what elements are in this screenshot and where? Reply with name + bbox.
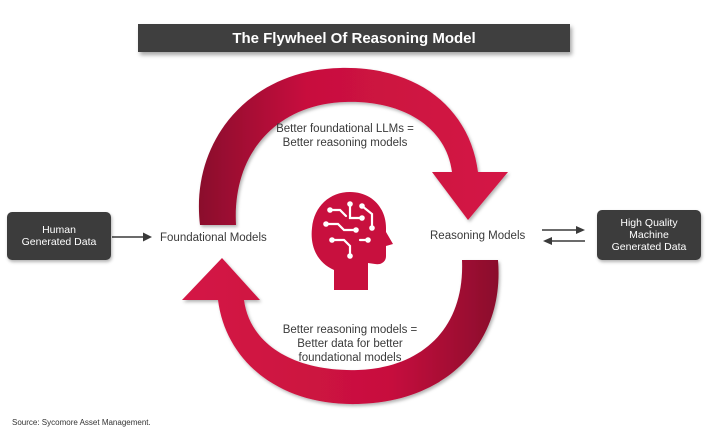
top-cycle-line-1: Better foundational LLMs =: [276, 123, 414, 135]
human-data-line-2: Generated Data: [21, 236, 97, 248]
human-data-line-1: Human: [42, 224, 76, 236]
top-cycle-line-2: Better reasoning models: [282, 137, 408, 149]
hq-data-line-1: High Quality: [620, 217, 678, 229]
top-cycle-arrow: [198, 67, 509, 225]
brain-circuit-head-icon: [311, 192, 393, 290]
reasoning-models-label: Reasoning Models: [430, 230, 526, 242]
exchange-arrows: [542, 226, 585, 245]
bottom-cycle-line-2: Better data for better: [297, 338, 403, 350]
human-to-foundational-arrow: [112, 232, 152, 242]
hq-data-line-2: Machine: [629, 229, 669, 241]
diagram-title: The Flywheel Of Reasoning Model: [138, 24, 570, 52]
bottom-cycle-line-3: foundational models: [298, 352, 402, 364]
foundational-models-label: Foundational Models: [160, 232, 267, 244]
bottom-cycle-line-1: Better reasoning models =: [282, 324, 418, 336]
high-quality-machine-data-box: High Quality Machine Generated Data: [597, 210, 701, 260]
bottom-cycle-label: Better reasoning models = Better data fo…: [270, 323, 430, 365]
human-generated-data-box: Human Generated Data: [7, 212, 111, 260]
bottom-cycle-arrow: [182, 258, 499, 405]
top-cycle-label: Better foundational LLMs = Better reason…: [265, 122, 425, 150]
hq-data-line-3: Generated Data: [611, 241, 687, 253]
source-note: Source: Sycomore Asset Management.: [12, 418, 151, 427]
